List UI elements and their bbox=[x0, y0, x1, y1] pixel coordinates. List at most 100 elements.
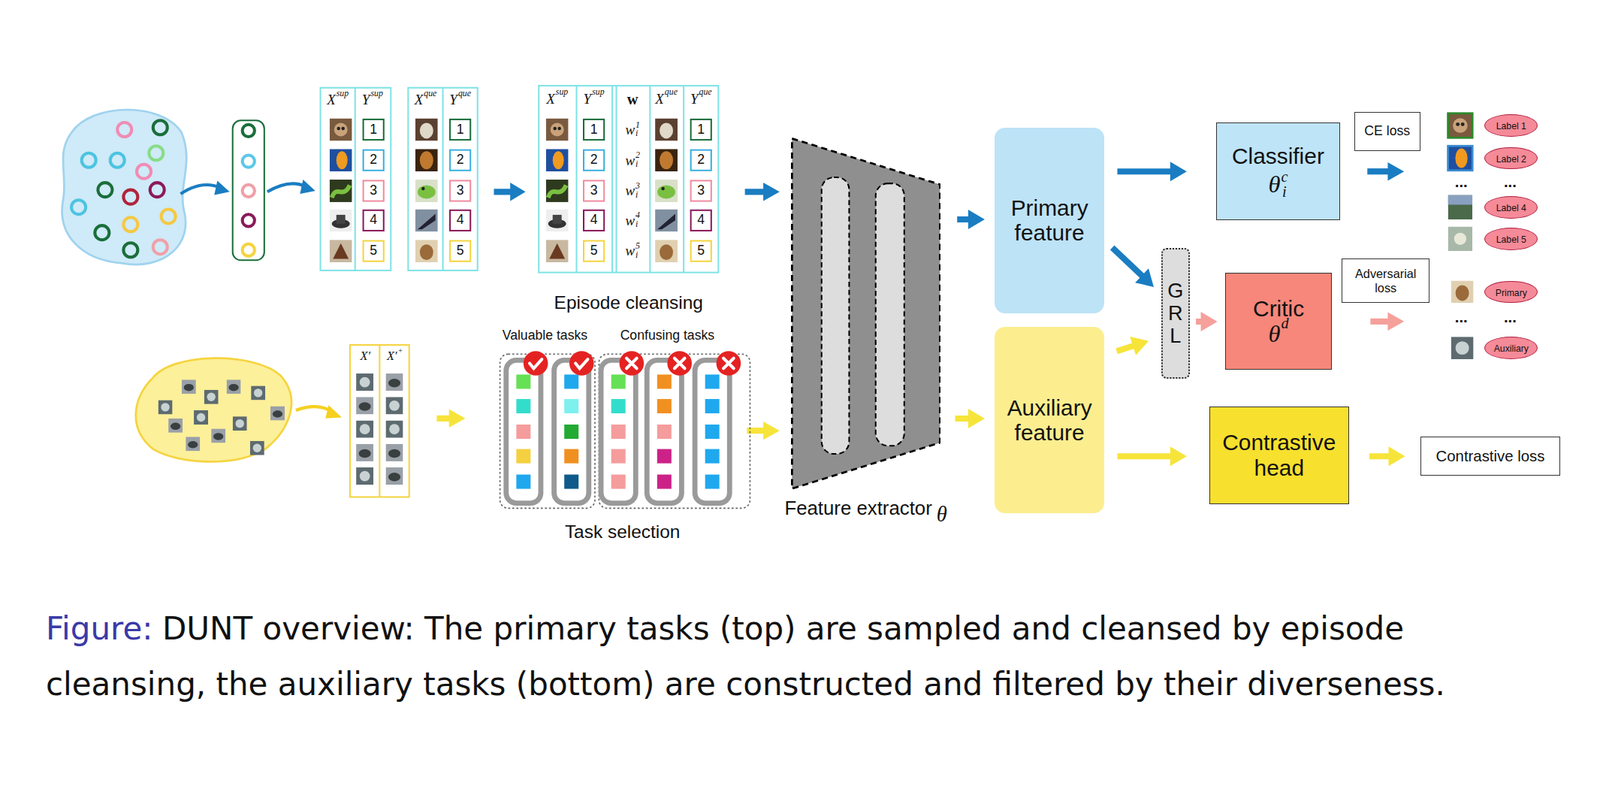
subscript: i bbox=[635, 190, 640, 200]
math-symbol: X bbox=[655, 91, 665, 106]
math-expression: Xsup bbox=[326, 92, 349, 107]
text-row: CE loss bbox=[1364, 123, 1410, 139]
block-arrow bbox=[1370, 318, 1390, 325]
text-row: Critic bbox=[1252, 295, 1305, 321]
superscript: 4 bbox=[635, 211, 640, 221]
superscript: sup bbox=[591, 87, 604, 97]
task-columns bbox=[646, 359, 682, 503]
query-table bbox=[415, 148, 438, 172]
weighted-episode-table bbox=[583, 119, 712, 262]
task-class-squares bbox=[564, 374, 579, 389]
task-class-squares bbox=[564, 474, 579, 490]
block-arrow bbox=[763, 421, 780, 440]
text-label: 2 bbox=[369, 152, 378, 168]
query-table bbox=[415, 208, 438, 232]
arrow-head bbox=[1388, 446, 1406, 466]
critic-box: Criticθd bbox=[1225, 272, 1332, 370]
superscript: c bbox=[1280, 169, 1288, 185]
label: X′ bbox=[360, 349, 372, 363]
output-images bbox=[1448, 113, 1474, 139]
weighted-episode-table bbox=[611, 85, 613, 273]
text-label: 4 bbox=[590, 212, 598, 228]
weighted-episode-table bbox=[546, 148, 569, 172]
sampled-classes bbox=[242, 124, 255, 137]
block-arrow bbox=[493, 182, 779, 201]
math-expression: Xque bbox=[655, 91, 678, 106]
class-pool bbox=[97, 182, 112, 197]
weighted-episode-table bbox=[655, 148, 678, 172]
text-row: Classifier bbox=[1231, 143, 1325, 169]
text-label: Task selection bbox=[564, 520, 681, 541]
pair-table bbox=[350, 344, 410, 497]
math-expression: Yque bbox=[449, 92, 471, 107]
node-label: Primary feature bbox=[1011, 195, 1089, 245]
task-class-squares bbox=[611, 374, 626, 389]
label: Xque bbox=[414, 92, 438, 108]
node-label: Label 1 bbox=[1496, 120, 1527, 132]
auxiliary-pool bbox=[135, 358, 292, 462]
text-label: 1 bbox=[590, 121, 598, 137]
label: Yque bbox=[449, 92, 471, 108]
weighted-episode-table bbox=[546, 208, 569, 232]
math-expression: Xque bbox=[414, 92, 438, 107]
task-columns bbox=[694, 359, 730, 503]
query-table bbox=[415, 179, 438, 203]
math-expression: Ysup bbox=[362, 92, 384, 107]
weighted-episode-table bbox=[583, 180, 604, 201]
text-label: 2 bbox=[456, 152, 465, 168]
support-table bbox=[363, 150, 384, 171]
label: ... bbox=[1455, 308, 1468, 326]
weighted-episode-table bbox=[655, 239, 678, 263]
class-pool bbox=[148, 145, 164, 160]
auxiliary-pool bbox=[226, 379, 242, 394]
pair-table bbox=[385, 396, 403, 414]
text-row: Label 4 bbox=[1496, 200, 1527, 215]
math-expression: X′+ bbox=[386, 350, 403, 363]
loss-box: CE loss bbox=[1354, 111, 1421, 151]
block-arrow bbox=[745, 188, 766, 195]
node-label: CE loss bbox=[1364, 123, 1410, 139]
support-table bbox=[363, 180, 384, 201]
text-label: w bbox=[627, 90, 639, 108]
support-table bbox=[354, 87, 357, 271]
node-label: Feature extractor bbox=[784, 497, 932, 520]
class-pool bbox=[94, 225, 109, 240]
math-symbol: w bbox=[624, 213, 635, 228]
weighted-episode-table bbox=[583, 241, 604, 262]
label: 5 bbox=[697, 243, 705, 258]
class-pool bbox=[62, 109, 188, 265]
connector-line bbox=[1112, 247, 1145, 278]
selection-marks bbox=[626, 358, 637, 369]
task-class-squares bbox=[516, 449, 531, 464]
arrow-connector bbox=[956, 209, 985, 230]
label: Xsup bbox=[546, 91, 568, 107]
text-label: ... bbox=[1455, 173, 1468, 191]
weighted-episode-table bbox=[655, 208, 678, 232]
text-label: 1 bbox=[369, 121, 378, 137]
class-pool bbox=[150, 182, 165, 197]
support-table bbox=[320, 87, 392, 271]
pair-table bbox=[378, 344, 381, 497]
task-groups bbox=[500, 353, 595, 508]
block-arrow bbox=[436, 415, 451, 422]
pair-table bbox=[356, 373, 374, 391]
block-arrow bbox=[1367, 168, 1390, 175]
text-label: 5 bbox=[369, 242, 378, 258]
text-label: 5 bbox=[456, 242, 465, 258]
text-label: 5 bbox=[590, 242, 598, 258]
node-label: Auxiliary feature bbox=[1007, 395, 1093, 445]
class-pool bbox=[117, 122, 132, 137]
task-class-squares bbox=[516, 424, 531, 439]
label-ellipse: Label 1 bbox=[1484, 114, 1538, 137]
class-pool bbox=[153, 120, 168, 135]
text-row: Primary feature bbox=[996, 195, 1102, 246]
text-label: ... bbox=[1503, 173, 1517, 191]
arrow-head bbox=[214, 180, 230, 195]
superscript: + bbox=[398, 347, 404, 355]
block-arrow bbox=[763, 182, 780, 201]
label: 4 bbox=[369, 213, 378, 228]
superscript: que bbox=[664, 87, 678, 97]
arrow-connector bbox=[1195, 311, 1218, 332]
superscript: que bbox=[458, 89, 471, 99]
weighted-episode-table bbox=[538, 85, 719, 273]
